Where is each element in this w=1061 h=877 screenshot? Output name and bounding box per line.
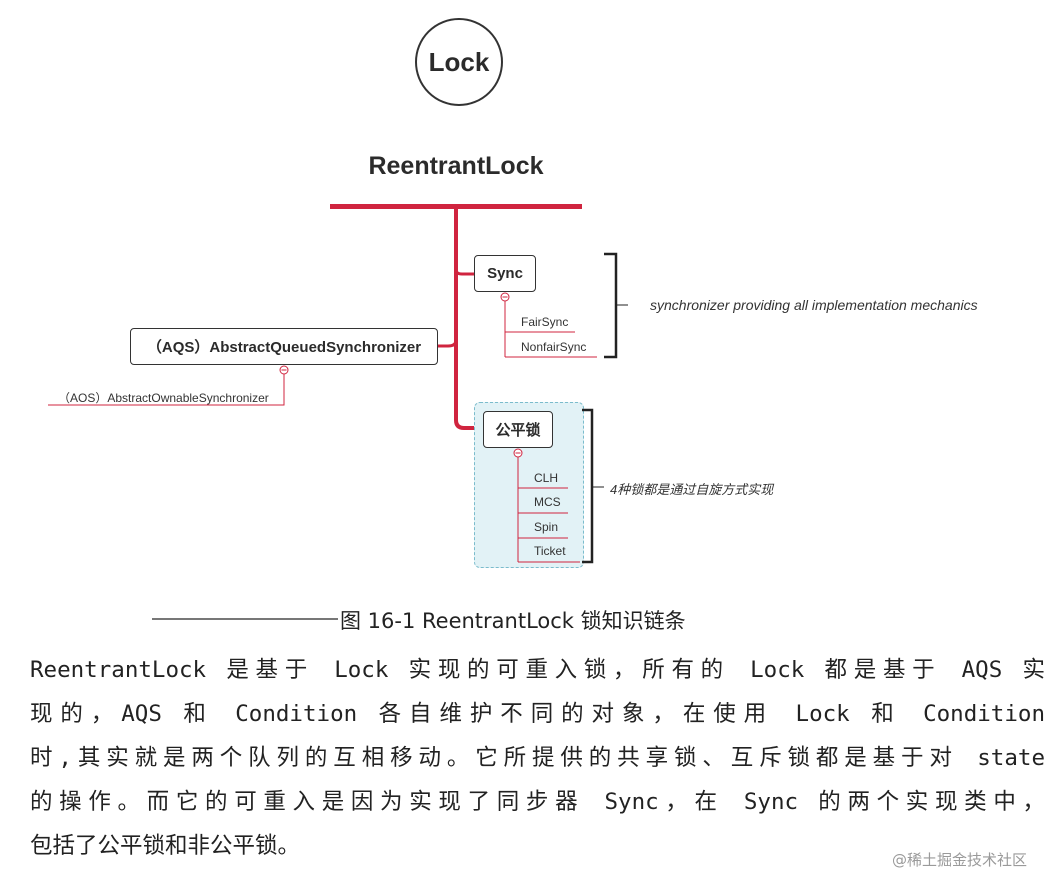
sync-note: synchronizer providing all implementatio… [650, 297, 978, 313]
fair-lock-label: 公平锁 [495, 422, 541, 439]
trunk-to-aqs [438, 339, 458, 348]
paragraph-line: 的操作。而它的可重入是因为实现了同步器 Sync，在 Sync 的两个实现类中， [30, 789, 1045, 815]
figure-caption: 图 16-1 ReentrantLock 锁知识链条 [340, 609, 686, 633]
sync-label: Sync [487, 265, 523, 282]
aos-leaf: （AOS）AbstractOwnableSynchronizer [58, 391, 269, 405]
fair-lock-node: 公平锁 [483, 411, 553, 448]
diagram-connectors [48, 209, 628, 430]
reentrantlock-bar [330, 204, 582, 209]
aqs-label: （AQS）AbstractQueuedSynchronizer [146, 339, 422, 356]
caption-rule [152, 618, 338, 620]
clh-leaf: CLH [534, 471, 559, 485]
fair-lock-note: 4种锁都是通过自旋方式实现 [610, 482, 774, 497]
trunk-line [454, 209, 483, 430]
sync-node: Sync [474, 255, 536, 292]
lock-root-label: Lock [428, 46, 490, 77]
body-paragraph: ReentrantLock 是基于 Lock 实现的可重入锁，所有的 Lock … [30, 648, 1045, 868]
fair-lock-connectors [513, 408, 604, 564]
fair-lock-bracket [582, 408, 594, 564]
lock-root-node: Lock [415, 18, 503, 106]
aqs-node: （AQS）AbstractQueuedSynchronizer [130, 328, 438, 365]
spin-leaf: Spin [534, 520, 559, 534]
nonfairsync-leaf: NonfairSync [521, 340, 587, 354]
trunk-to-sync [454, 269, 474, 276]
watermark: @稀土掘金技术社区 [892, 851, 1028, 869]
paragraph-line: 现的，AQS 和 Condition 各自维护不同的对象，在使用 Lock 和 … [30, 701, 1045, 727]
ticket-leaf: Ticket [534, 544, 566, 558]
paragraph-line: ReentrantLock 是基于 Lock 实现的可重入锁，所有的 Lock … [30, 657, 1045, 683]
reentrantlock-title: ReentrantLock [368, 152, 544, 180]
mcs-leaf: MCS [534, 495, 561, 509]
fairsync-leaf: FairSync [521, 315, 569, 329]
paragraph-line: 包括了公平锁和非公平锁。 [30, 833, 301, 859]
paragraph-line: 时,其实就是两个队列的互相移动。它所提供的共享锁、互斥锁都是基于对 state [30, 745, 1045, 771]
